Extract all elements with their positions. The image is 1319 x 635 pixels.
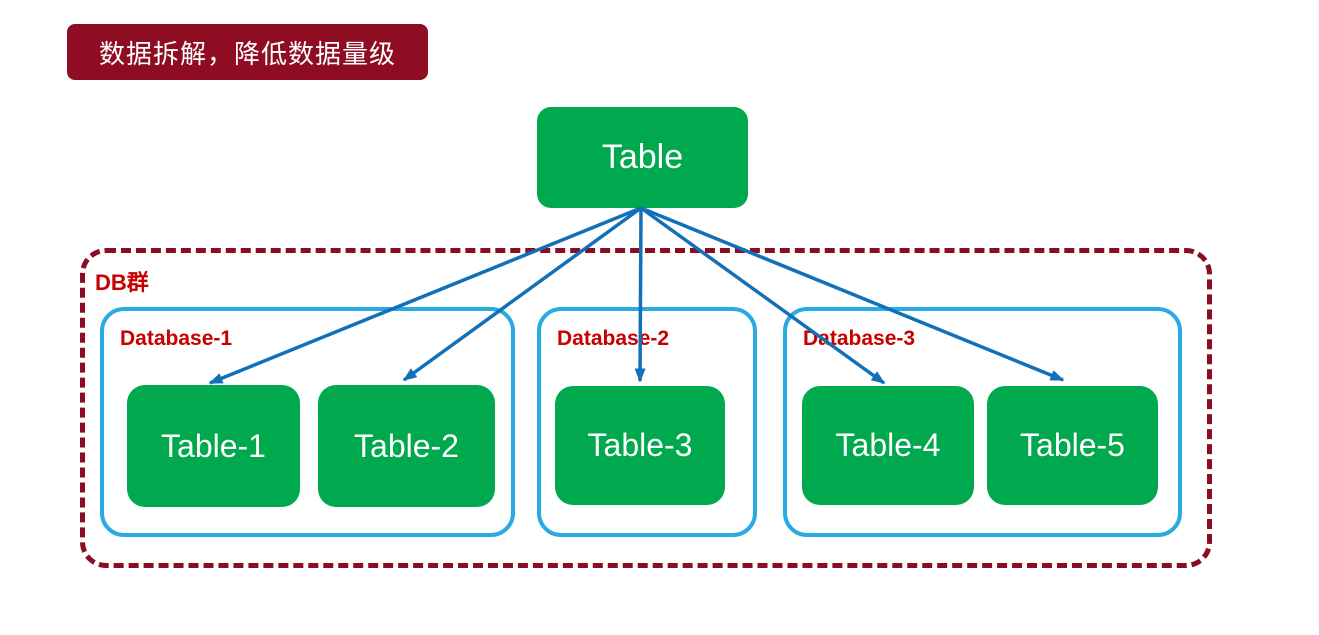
node-table-root-label: Table <box>601 138 684 176</box>
node-table-2-label: Table-2 <box>354 427 459 464</box>
node-table-1-label: Table-1 <box>161 427 266 464</box>
database-1-label: Database-1 <box>120 327 233 350</box>
database-2-label: Database-2 <box>557 327 670 350</box>
db-cluster-label: DB群 <box>95 270 149 295</box>
node-table-1: Table-1 <box>127 385 300 507</box>
title-banner: 数据拆解，降低数据量级 <box>67 24 428 80</box>
title-banner-label: 数据拆解，降低数据量级 <box>98 39 396 69</box>
database-3-label: Database-3 <box>803 327 916 350</box>
node-table-5: Table-5 <box>987 386 1158 505</box>
node-table-3-label: Table-3 <box>587 427 693 463</box>
node-table-2: Table-2 <box>318 385 495 507</box>
node-table-5-label: Table-5 <box>1020 427 1125 463</box>
node-table-root: Table <box>537 107 748 208</box>
node-table-3: Table-3 <box>555 386 725 505</box>
node-table-4: Table-4 <box>802 386 974 505</box>
node-table-4-label: Table-4 <box>835 427 941 463</box>
